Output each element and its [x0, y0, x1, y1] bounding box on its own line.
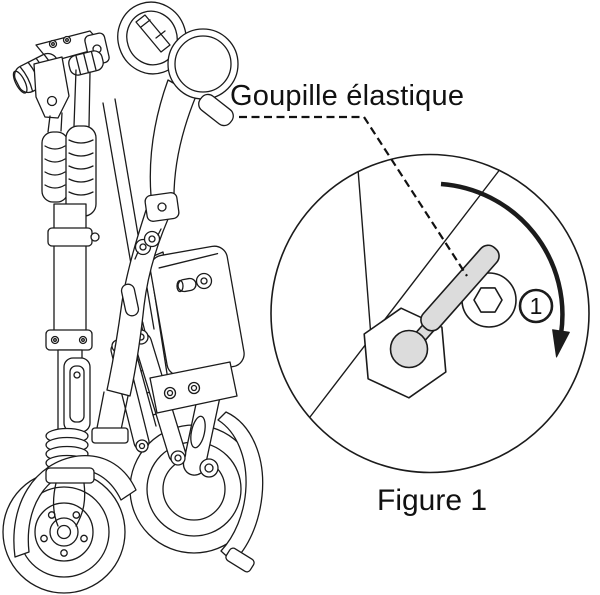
clockwise-rotation-arrow-icon — [440, 181, 570, 358]
figure-caption: Figure 1 — [377, 484, 488, 517]
folded-scooter-drawing — [2, 1, 264, 594]
headlight-discs — [117, 1, 239, 127]
front-fork — [45, 467, 95, 527]
detail-zoom-view — [270, 153, 590, 474]
steering-stem — [144, 79, 197, 222]
steering-column — [41, 69, 100, 435]
right-handgrip — [68, 50, 104, 76]
rear-fender — [217, 411, 264, 573]
handlebar-cluster — [12, 30, 110, 119]
battery-box — [148, 245, 245, 414]
step-number: 1 — [529, 293, 543, 319]
dashed-callout-leader — [239, 115, 468, 277]
front-fender — [13, 455, 137, 558]
main-frame-tube — [91, 197, 174, 444]
frame-edge-lines — [309, 167, 502, 418]
callout-label: Goupille élastique — [230, 80, 465, 112]
hex-socket — [473, 287, 503, 313]
elastic-pin — [389, 244, 500, 369]
step-number-circle — [518, 288, 554, 324]
